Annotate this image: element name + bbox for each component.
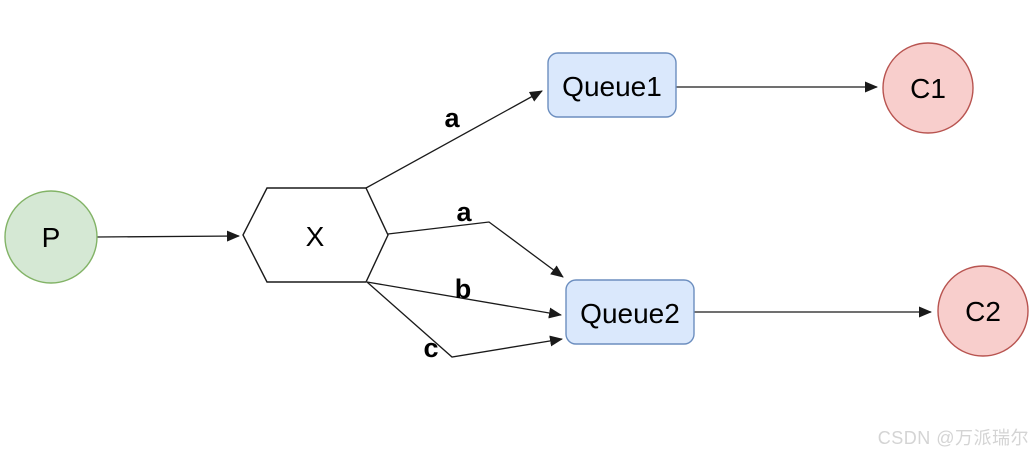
queue1-label: Queue1 [562, 71, 662, 102]
consumer2-circle [937, 265, 1029, 357]
exchange-label: X [306, 221, 325, 252]
node-queue1: Queue1 [547, 52, 677, 118]
consumer2-label: C2 [965, 296, 1001, 327]
queue1-box [547, 52, 677, 118]
routing-key-label-b: b [455, 274, 472, 304]
routing-key-label-a1: a [444, 103, 460, 133]
consumer1-circle [882, 42, 974, 134]
edge-label-layer: a a b c [423, 103, 472, 363]
exchange-hexagon [242, 187, 389, 283]
node-consumer1: C1 [882, 42, 974, 134]
producer-label: P [42, 222, 61, 253]
edge-exchange-to-queue2-a [387, 221, 564, 278]
watermark-text: CSDN @万派瑞尔 [877, 428, 1029, 448]
queue2-box [565, 279, 695, 345]
edge-exchange-to-queue1-a [365, 90, 543, 189]
node-exchange: X [242, 187, 389, 283]
consumer1-label: C1 [910, 73, 946, 104]
edge-exchange-to-queue2-c [366, 281, 563, 358]
producer-circle [4, 190, 98, 284]
edge-layer [96, 81, 932, 358]
routing-key-label-c: c [423, 333, 438, 363]
node-consumer2: C2 [937, 265, 1029, 357]
edge-producer-to-exchange [96, 230, 240, 242]
node-producer: P [4, 190, 98, 284]
queue2-label: Queue2 [580, 298, 680, 329]
routing-key-label-a2: a [456, 197, 472, 227]
edge-exchange-to-queue2-b [366, 281, 562, 319]
node-queue2: Queue2 [565, 279, 695, 345]
